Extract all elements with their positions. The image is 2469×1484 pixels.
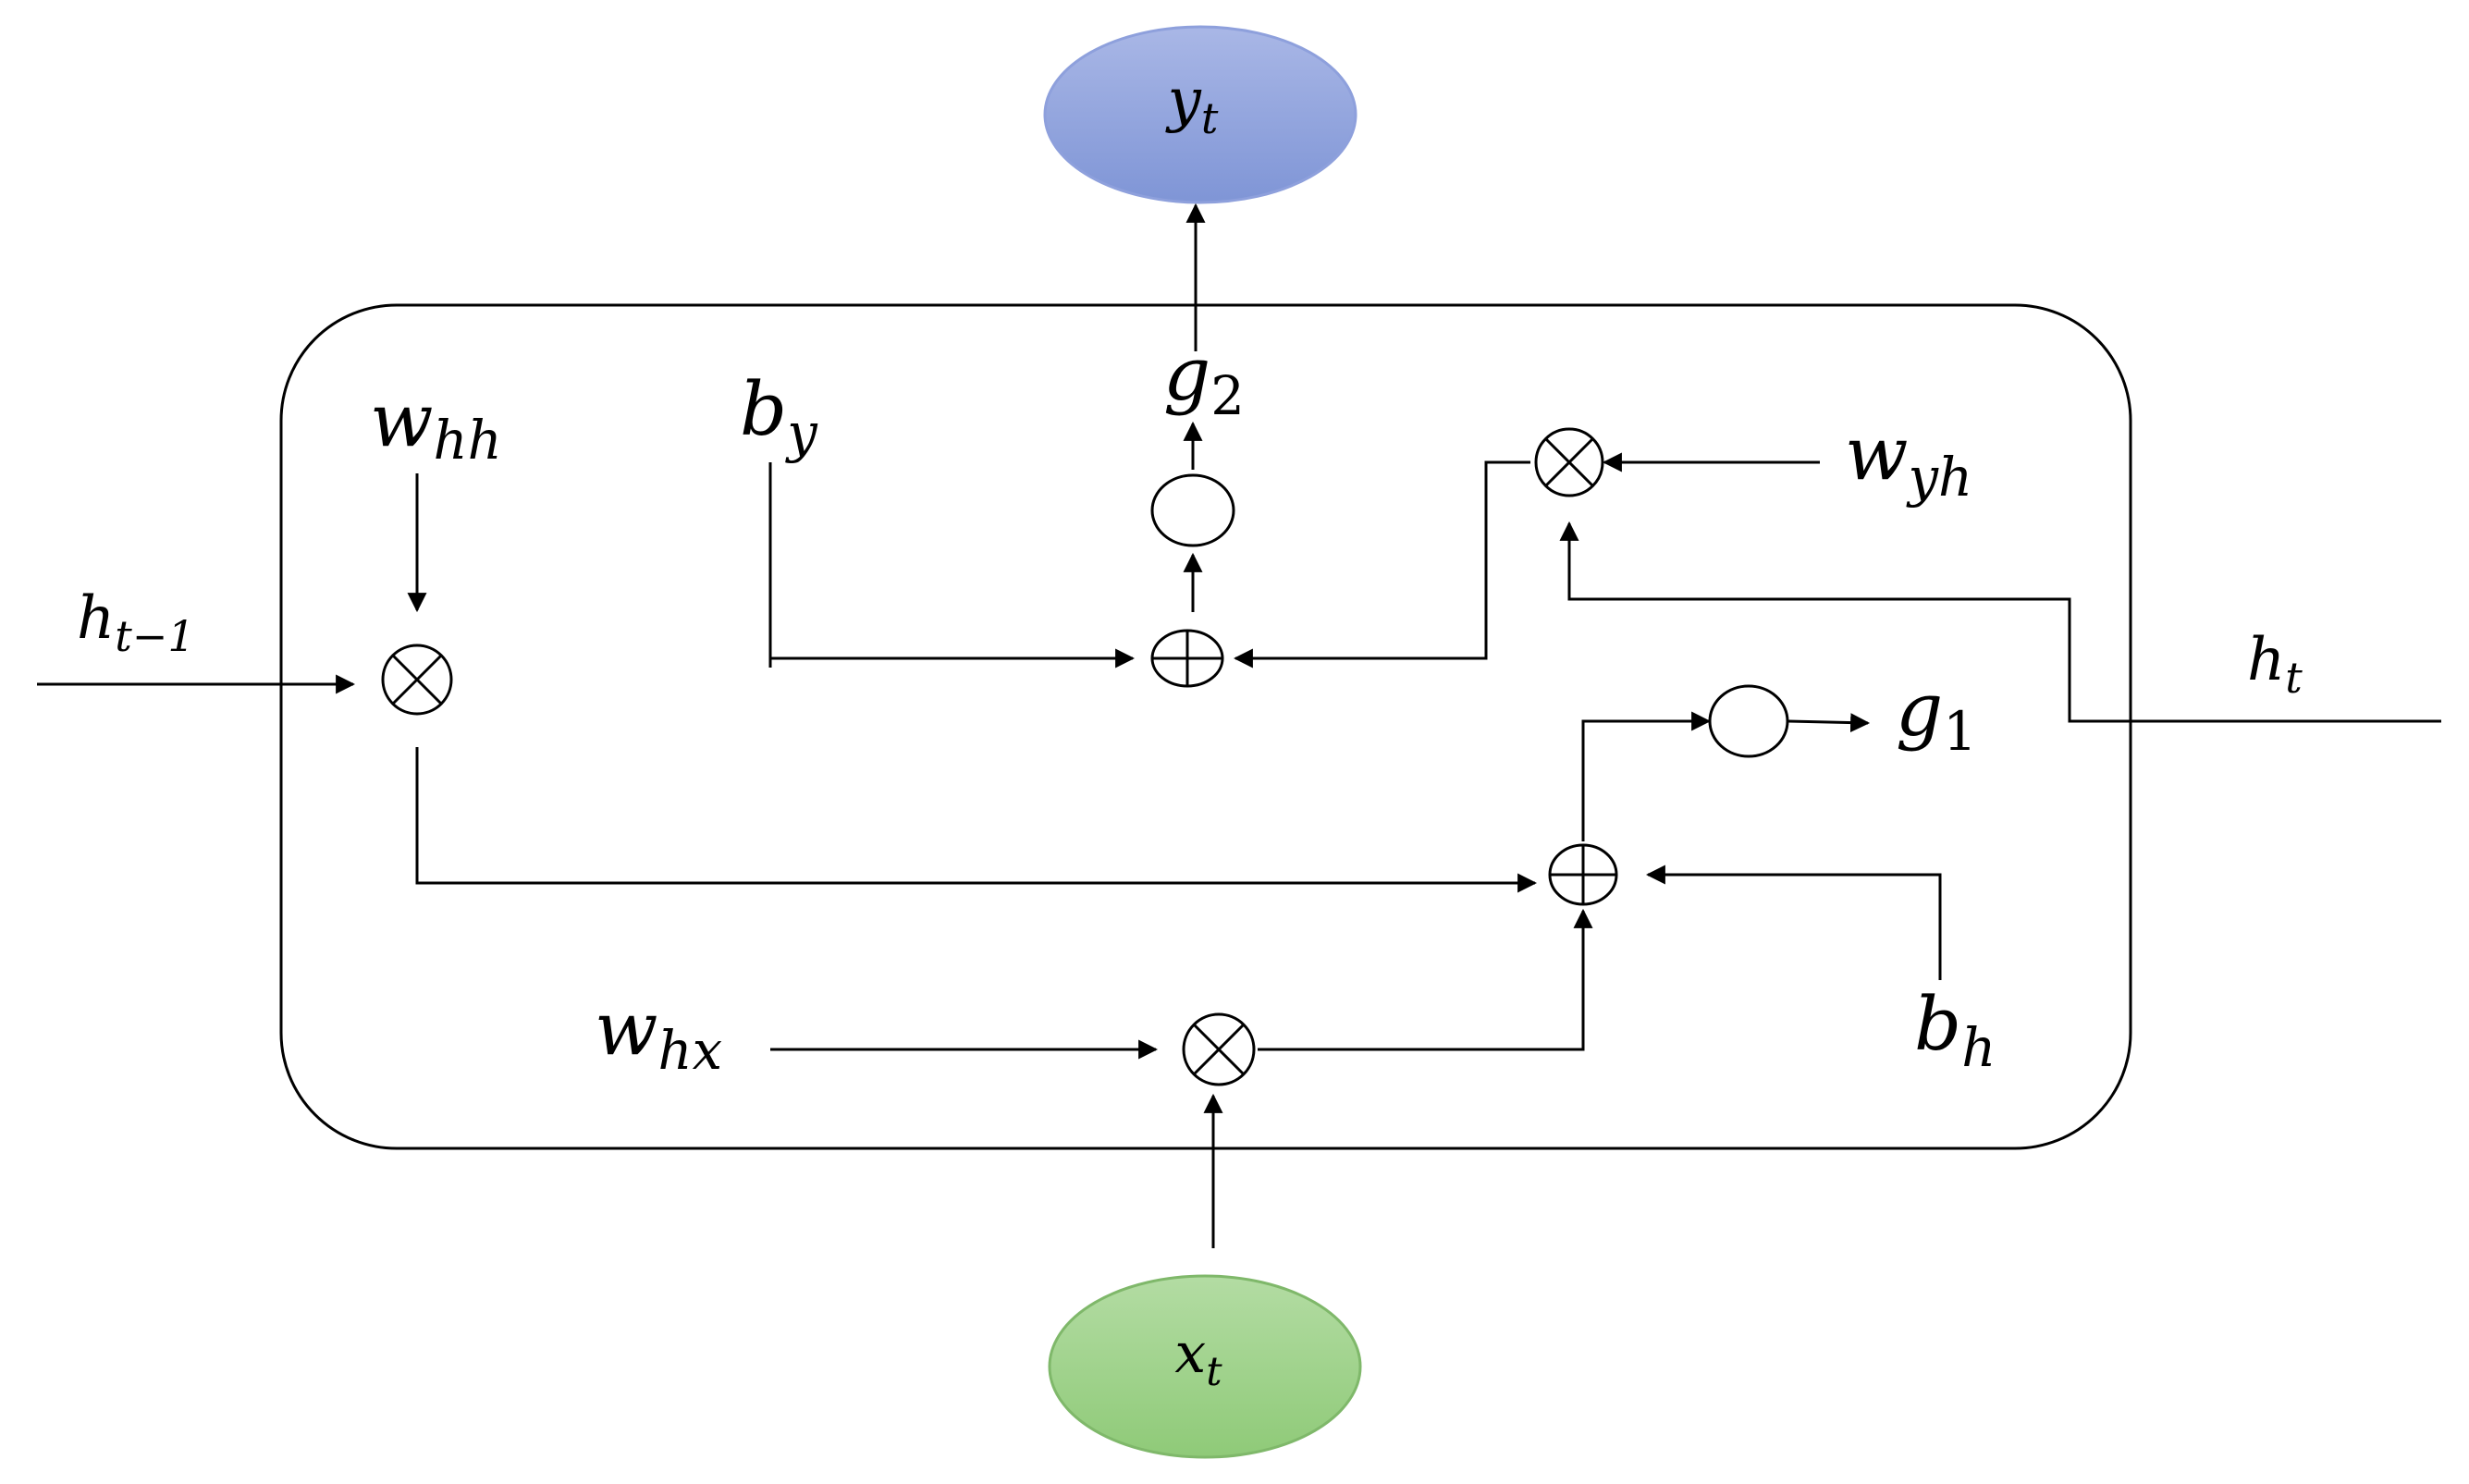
multiply-operator-top bbox=[1534, 427, 1604, 497]
add-operator-right bbox=[1548, 843, 1618, 906]
output-node-yt bbox=[1043, 25, 1357, 204]
wire-mult-bottom-to-add-right bbox=[1258, 908, 1593, 1051]
wire-add-right-to-act bbox=[1581, 711, 1712, 841]
rnn-cell-box bbox=[279, 303, 2132, 1150]
activation-node-top bbox=[1150, 473, 1235, 547]
label-g-2: g2 bbox=[1163, 331, 1245, 427]
wire-mult-left-to-add-right bbox=[415, 747, 1538, 893]
label-h-prev: ht−1 bbox=[77, 584, 195, 661]
wire-bh-to-add-right bbox=[1645, 865, 1942, 980]
wire-mult-top-to-add-top bbox=[1233, 460, 1530, 668]
multiply-operator-bottom bbox=[1182, 1012, 1256, 1086]
input-node-label: xt bbox=[1174, 1321, 1222, 1395]
add-operator-top bbox=[1150, 629, 1224, 688]
wire-act-to-g1 bbox=[1787, 713, 1871, 733]
label-g-1: g1 bbox=[1896, 667, 1977, 763]
activation-node-right bbox=[1708, 684, 1789, 758]
multiply-operator-left bbox=[381, 644, 453, 716]
label-w-hh: whh bbox=[370, 377, 502, 472]
wire-ht-feedback bbox=[1559, 521, 2441, 723]
label-h-t: ht bbox=[2247, 626, 2303, 703]
wire-by-to-add-top bbox=[768, 462, 1136, 668]
label-w-yh: wyh bbox=[1845, 411, 1972, 509]
label-b-y: by bbox=[740, 366, 818, 464]
input-node-xt bbox=[1048, 1274, 1362, 1459]
output-node-label: yt bbox=[1165, 67, 1219, 143]
label-w-hx: whx bbox=[595, 986, 722, 1082]
label-b-h: bh bbox=[1914, 981, 1996, 1079]
